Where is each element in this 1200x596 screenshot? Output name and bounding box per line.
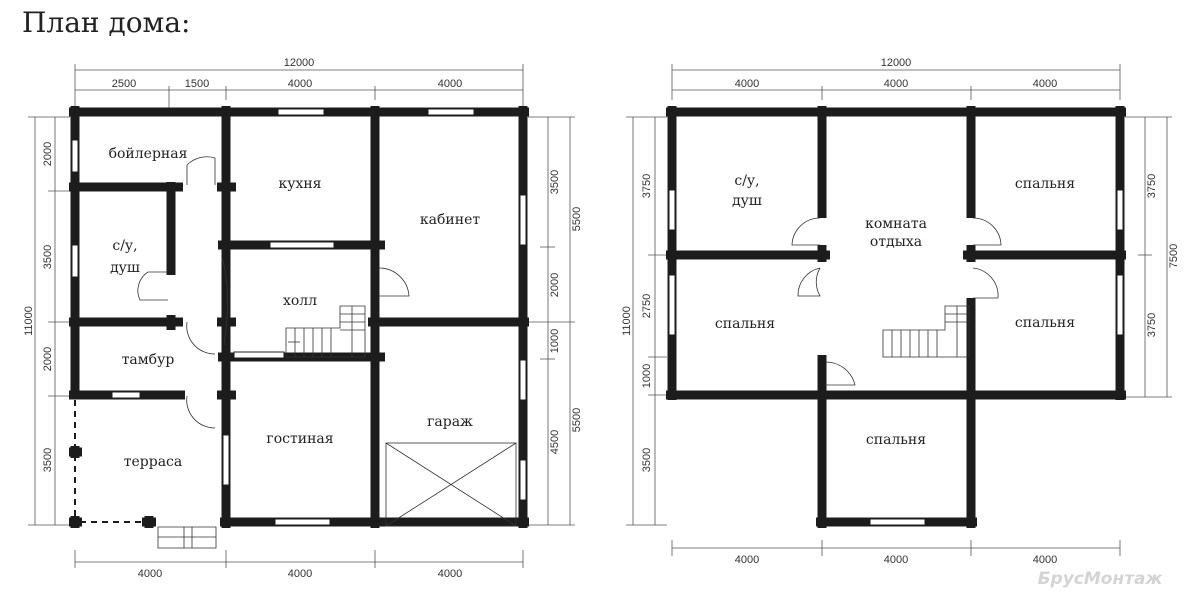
room-label-living: гостиная — [266, 431, 333, 447]
dim-total: 12000 — [881, 57, 912, 69]
dim: 2750 — [641, 294, 653, 318]
dim: 3500 — [42, 448, 54, 472]
room-label-terrace: терраса — [124, 454, 183, 470]
dim: 3500 — [549, 170, 561, 194]
room-label-bath: с/у, — [112, 238, 137, 254]
dim: 2000 — [549, 273, 561, 297]
dim: 4000 — [735, 78, 759, 90]
dim: 4000 — [288, 78, 312, 90]
dim: 4000 — [1033, 78, 1057, 90]
floor-2-doors — [791, 217, 1002, 386]
dim: 1000 — [641, 364, 653, 388]
dim: 3750 — [1146, 174, 1158, 198]
floor-2-dims-left: 3750 2750 1000 3500 11000 — [621, 116, 667, 526]
dim-total: 11000 — [23, 306, 35, 336]
dim: 4000 — [884, 554, 908, 566]
dim: 5500 — [571, 207, 583, 231]
floor-1-plan: 12000 2500 1500 4000 4000 4000 4000 4000 — [23, 57, 583, 580]
room-label-boiler: бойлерная — [109, 146, 188, 162]
dim: 2000 — [42, 142, 54, 166]
dim: 2000 — [42, 347, 54, 371]
room-label-bedroom-bottom: спальня — [866, 432, 926, 448]
dim: 5500 — [571, 408, 583, 432]
room-label-bath: с/у, — [734, 173, 759, 189]
floor-1-doors — [137, 156, 517, 549]
dim: 4000 — [438, 568, 462, 580]
floor-2-plan: 12000 4000 4000 4000 4000 4000 4000 3750… — [621, 57, 1180, 566]
dim: 4000 — [1033, 554, 1057, 566]
dim-total: 12000 — [284, 57, 315, 69]
dim: 1500 — [185, 78, 209, 90]
room-label-kitchen: кухня — [278, 176, 321, 192]
floor-2-windows — [668, 189, 1124, 526]
watermark-logo: БрусМонтаж — [1038, 569, 1164, 589]
dim: 1000 — [549, 329, 561, 353]
room-label-bedroom-right: спальня — [1015, 315, 1075, 331]
dim: 4000 — [884, 78, 908, 90]
dim: 4000 — [438, 78, 462, 90]
floor-1-room-labels: бойлерная с/у, душ кухня кабинет холл та… — [109, 146, 481, 470]
room-label-office: кабинет — [420, 212, 480, 228]
room-label-vestibule: тамбур — [122, 352, 175, 368]
dim: 3750 — [641, 174, 653, 198]
floor-2-dims-right: 3750 3750 7500 — [1125, 116, 1180, 398]
floor-1-dims-top: 12000 2500 1500 4000 4000 — [74, 57, 524, 112]
dim: 3750 — [1146, 313, 1158, 337]
room-label-bedroom-left: спальня — [715, 316, 775, 332]
dim-total: 11000 — [621, 306, 633, 336]
dim: 2500 — [112, 78, 136, 90]
dim: 3500 — [42, 245, 54, 269]
floor-1-dims-bottom: 4000 4000 4000 — [74, 550, 524, 580]
floor-2-dims-bottom: 4000 4000 4000 — [671, 540, 1121, 566]
floor-2-walls — [666, 106, 1126, 528]
dim: 4000 — [735, 554, 759, 566]
floor-1-dims-left: 11000 2000 3500 2000 3500 — [23, 116, 70, 526]
room-label-lounge-2: отдыха — [870, 234, 922, 250]
floor-2-room-labels: с/у, душ комната отдыха спальня спальня … — [715, 173, 1075, 448]
floor-1-windows — [71, 108, 527, 526]
room-label-bath-2: душ — [110, 260, 140, 276]
floor-1-dims-right: 3500 2000 1000 4500 5500 5500 — [528, 116, 583, 526]
dim: 4000 — [288, 568, 312, 580]
floor-2-dims-top: 12000 4000 4000 4000 — [671, 57, 1121, 100]
room-label-lounge: комната — [865, 216, 927, 232]
room-label-bath-2: душ — [732, 193, 762, 209]
room-label-bedroom-top-right: спальня — [1015, 176, 1075, 192]
room-label-hall: холл — [283, 293, 317, 309]
page-title: План дома: — [22, 6, 191, 39]
dim-total: 7500 — [1168, 244, 1180, 268]
room-label-garage: гараж — [427, 414, 473, 430]
dim: 3500 — [641, 448, 653, 472]
dim: 4500 — [549, 430, 561, 454]
dim: 4000 — [138, 568, 162, 580]
